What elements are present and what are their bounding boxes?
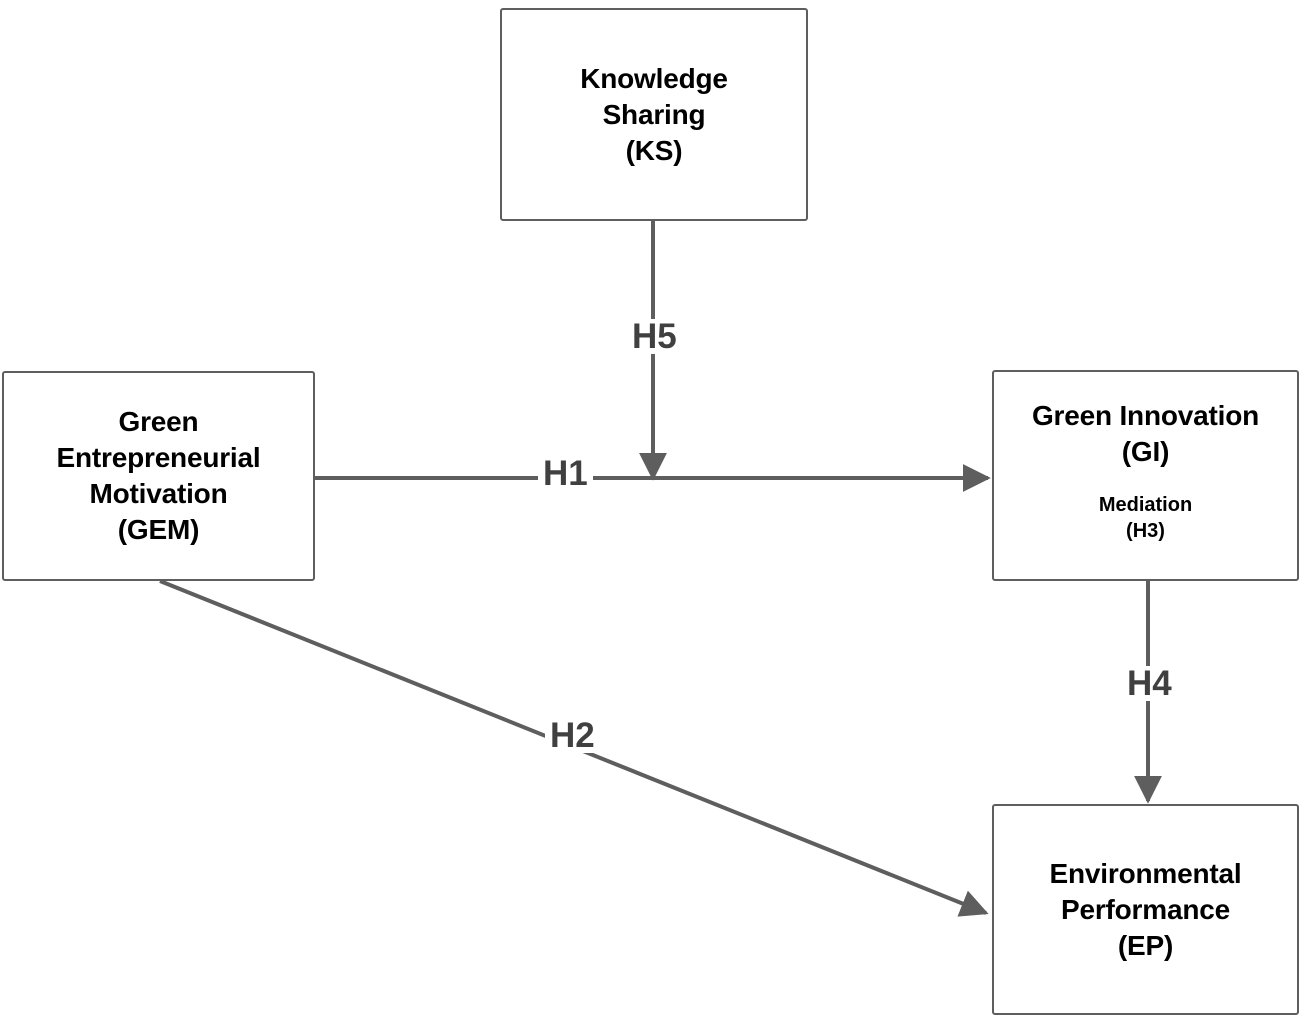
node-green-innovation-title: Green Innovation (GI) (1031, 400, 1260, 467)
node-environmental-performance-title: Environmental Performance (EP) (1049, 857, 1242, 961)
edge-label-h4: H4 (1122, 666, 1177, 701)
node-green-innovation-mediation-label: Mediation (H3) (1098, 494, 1193, 542)
edge-label-h1: H1 (538, 456, 593, 491)
node-green-innovation[interactable]: Green Innovation (GI) Mediation (H3) (992, 370, 1299, 581)
node-green-entrepreneurial-motivation-title: Green Entrepreneurial Motivation (GEM) (56, 406, 261, 545)
node-green-entrepreneurial-motivation[interactable]: Green Entrepreneurial Motivation (GEM) (2, 371, 315, 581)
edge-label-h2: H2 (545, 718, 600, 753)
node-environmental-performance[interactable]: Environmental Performance (EP) (992, 804, 1299, 1015)
node-knowledge-sharing[interactable]: Knowledge Sharing (KS) (500, 8, 808, 221)
edge-label-h5: H5 (627, 319, 682, 354)
node-knowledge-sharing-title: Knowledge Sharing (KS) (580, 62, 728, 166)
